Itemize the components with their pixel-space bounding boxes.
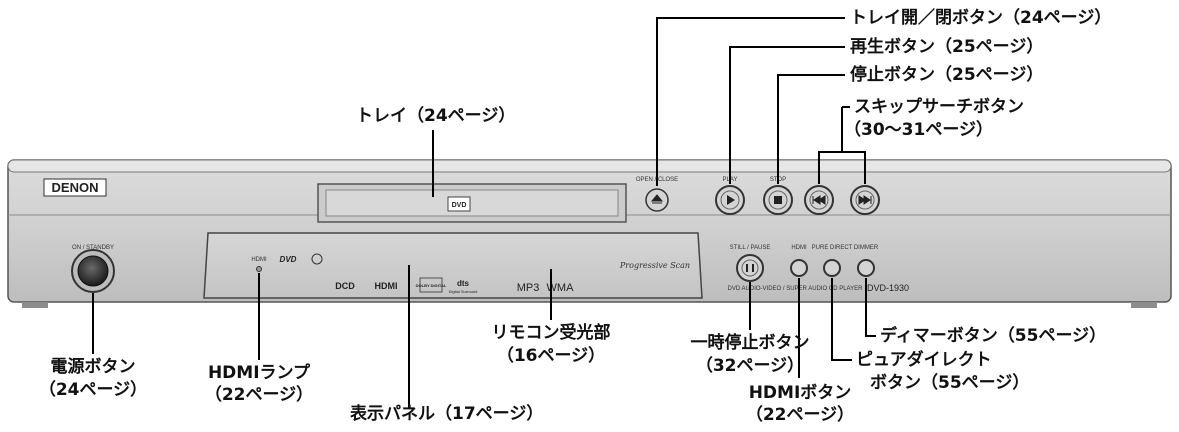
on-standby-caption: ON / STANDBY bbox=[72, 245, 114, 251]
callout-power: 電源ボタン bbox=[50, 357, 136, 377]
dimmer-caption: DIMMER bbox=[854, 245, 879, 251]
callout-pure-direct-page: ボタン（55ページ） bbox=[870, 373, 1030, 393]
play-icon bbox=[727, 195, 735, 205]
callout-open-close: トレイ開／閉ボタン（24ページ） bbox=[850, 8, 1112, 28]
eject-icon bbox=[650, 194, 664, 204]
dcd-logo: DCD bbox=[335, 281, 355, 291]
dimmer-button[interactable] bbox=[857, 259, 875, 277]
callout-dimmer: ディマーボタン（55ページ） bbox=[880, 326, 1107, 346]
callout-tray: トレイ（24ページ） bbox=[356, 106, 516, 126]
display-panel bbox=[203, 232, 703, 299]
callout-display-panel: 表示パネル（17ページ） bbox=[350, 404, 544, 424]
mp3-logo: MP3 bbox=[517, 282, 540, 294]
disc-tray bbox=[317, 183, 627, 223]
skip-back-icon bbox=[812, 195, 826, 205]
wma-logo: WMA bbox=[547, 282, 575, 294]
pure-direct-caption: PURE DIRECT bbox=[812, 245, 853, 251]
callout-skip: スキップサーチボタン bbox=[854, 97, 1024, 117]
callout-hdmi-button: HDMIボタン bbox=[748, 383, 852, 403]
callout-hdmi-lamp: HDMIランプ bbox=[207, 363, 311, 383]
callout-hdmi-button-page: （22ページ） bbox=[745, 405, 855, 425]
brand-logo: DENON bbox=[52, 180, 99, 195]
callout-hdmi-lamp-page: （22ページ） bbox=[204, 385, 314, 405]
skip-forward-icon bbox=[858, 195, 872, 205]
brand-plate bbox=[43, 178, 107, 197]
progressive-scan-logo: Progressive Scan bbox=[619, 261, 690, 270]
callout-remote-sensor: リモコン受光部 bbox=[491, 323, 611, 343]
still-pause-caption: STILL / PAUSE bbox=[730, 245, 771, 251]
callout-pause: 一時停止ボタン bbox=[690, 333, 810, 353]
callout-pure-direct: ピュアダイレクト bbox=[856, 350, 992, 370]
callout-power-page: （24ページ） bbox=[38, 380, 148, 400]
callout-skip-page: （30〜31ページ） bbox=[844, 120, 993, 140]
pure-direct-button[interactable] bbox=[823, 259, 841, 277]
callout-stop: 停止ボタン（25ページ） bbox=[850, 65, 1044, 85]
panel-dvd-logo: DVD bbox=[280, 255, 297, 264]
player-type-text: DVD AUDIO-VIDEO / SUPER AUDIO CD PLAYER bbox=[728, 286, 864, 292]
pause-icon bbox=[746, 264, 754, 272]
sacd-logo bbox=[311, 253, 323, 265]
hdmi-button-caption: HDMI bbox=[791, 245, 807, 251]
hdmi-lamp bbox=[256, 266, 262, 272]
hdmi-lamp-caption: HDMI bbox=[251, 257, 267, 263]
hdmi-logo: HDMI bbox=[375, 281, 398, 291]
dolby-logo: DOLBY DIGITAL bbox=[416, 283, 447, 288]
hdmi-button[interactable] bbox=[790, 259, 808, 277]
dts-sub-logo: Digital Surround bbox=[449, 289, 478, 294]
pause-button[interactable] bbox=[736, 254, 764, 282]
model-number: DVD-1930 bbox=[867, 283, 909, 293]
callout-pause-page: （32ページ） bbox=[695, 356, 805, 376]
callout-play: 再生ボタン（25ページ） bbox=[850, 37, 1044, 57]
leader-lines bbox=[92, 17, 876, 408]
tray-dvd-logo: DVD bbox=[452, 202, 467, 209]
dts-logo: dts bbox=[457, 279, 470, 288]
callout-remote-sensor-page: （16ページ） bbox=[496, 346, 606, 366]
stop-icon bbox=[774, 196, 782, 204]
